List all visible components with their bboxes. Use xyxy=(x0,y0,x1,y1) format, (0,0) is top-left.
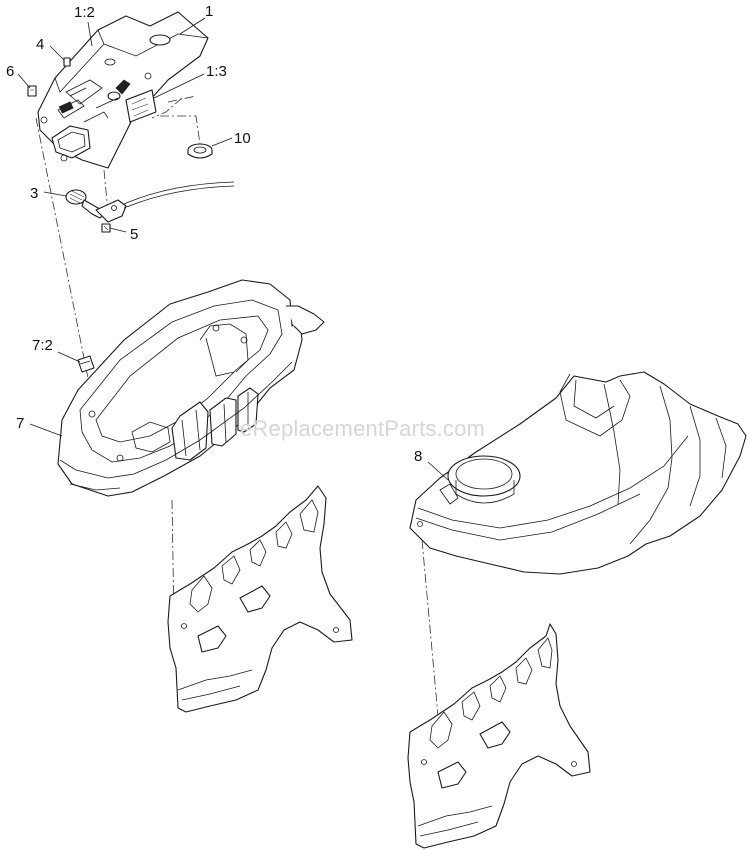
watermark: eReplacementParts.com xyxy=(240,416,485,441)
decal-part-1-3 xyxy=(125,89,157,123)
heat-shield-right xyxy=(407,623,591,849)
leader-5 xyxy=(109,227,127,233)
clip-part-7-2 xyxy=(77,355,95,373)
tank-cover-part-8 xyxy=(409,371,747,575)
control-panel-part-1 xyxy=(37,11,209,169)
screw-part-5 xyxy=(101,223,111,233)
callout-4: 4 xyxy=(36,36,44,53)
screw-part-4 xyxy=(63,57,71,67)
callout-10: 10 xyxy=(234,130,251,147)
leader-7 xyxy=(29,423,63,437)
callout-5: 5 xyxy=(130,226,138,243)
leader-8 xyxy=(427,461,449,481)
leader-6 xyxy=(17,73,31,89)
console-tray-part-7 xyxy=(57,279,325,497)
screw-part-6 xyxy=(27,85,37,97)
leader-3 xyxy=(43,191,67,197)
leader-1-2 xyxy=(87,21,93,47)
grommet-part-10 xyxy=(187,143,213,159)
callout-1: 1 xyxy=(205,3,213,20)
callout-1-2: 1:2 xyxy=(74,4,95,21)
callout-8: 8 xyxy=(414,448,422,465)
leader-7-2 xyxy=(57,351,81,363)
callout-6: 6 xyxy=(6,63,14,80)
throttle-cable-part-3 xyxy=(65,181,235,223)
leader-10 xyxy=(211,137,233,147)
leader-1-3 xyxy=(153,73,205,99)
callout-7: 7 xyxy=(16,415,24,432)
leader-1 xyxy=(179,17,206,35)
heat-shield-left xyxy=(167,485,353,713)
callout-7-2: 7:2 xyxy=(32,337,53,354)
leader-4 xyxy=(49,45,65,61)
callout-3: 3 xyxy=(30,185,38,202)
callout-1-3: 1:3 xyxy=(206,63,227,80)
